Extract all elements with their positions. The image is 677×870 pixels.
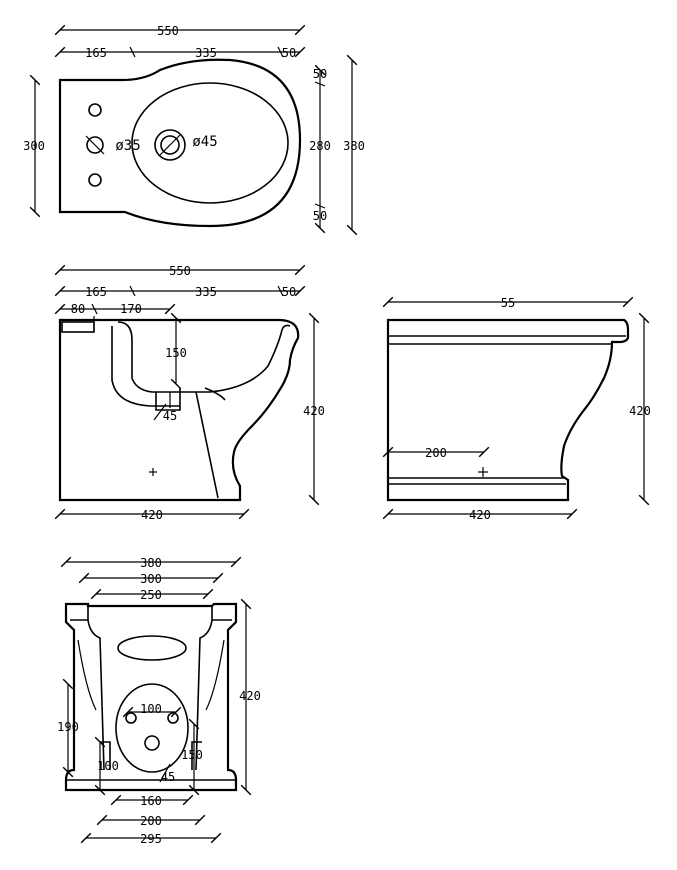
front-hole-spacing: 100 <box>140 702 162 716</box>
drain-hole-outer <box>154 129 186 161</box>
top-hole-small: ø35 <box>115 138 140 154</box>
front-angle: 45 <box>161 770 175 784</box>
top-seg-b: 335 <box>195 46 217 60</box>
tap-hole-mid <box>86 136 104 154</box>
rear-height: 420 <box>629 404 651 418</box>
tap-hole-top <box>88 103 102 117</box>
top-view-outline <box>58 58 302 228</box>
front-view-outline <box>64 602 238 792</box>
drain-hole-inner <box>160 135 180 155</box>
top-total-width: 550 <box>157 24 179 38</box>
top-offset-top: 50 <box>313 67 327 81</box>
front-h150: 150 <box>181 748 203 762</box>
side-angle: 45 <box>163 409 177 423</box>
rear-base-width: 420 <box>469 508 491 522</box>
mounting-plate <box>115 683 189 773</box>
side-seg-c: 50 <box>282 285 296 299</box>
side-total-width: 550 <box>169 264 191 278</box>
top-seg-c: 50 <box>282 46 296 60</box>
front-b200: 200 <box>140 814 162 828</box>
top-hole-large: ø45 <box>192 134 217 150</box>
side-seg-b: 335 <box>195 285 217 299</box>
side-base-width: 420 <box>141 508 163 522</box>
side-depth: 150 <box>165 346 187 360</box>
side-seg-e: 170 <box>120 302 142 316</box>
side-height: 420 <box>303 404 325 418</box>
top-seg-a: 165 <box>85 46 107 60</box>
top-bowl-height: 280 <box>309 139 331 153</box>
rear-inner: 200 <box>425 446 447 460</box>
front-w2: 300 <box>140 572 162 586</box>
front-b160: 160 <box>140 794 162 808</box>
front-h100: 100 <box>97 759 119 773</box>
front-h190: 190 <box>57 720 79 734</box>
rear-top-width: 55 <box>501 296 515 310</box>
rear-view: 55 420 200 420 <box>382 296 651 522</box>
front-height: 420 <box>239 689 261 703</box>
front-view: 380 300 250 420 190 100 150 100 45 160 2… <box>57 556 261 846</box>
top-offset-bottom: 50 <box>313 209 327 223</box>
side-seg-a: 165 <box>85 285 107 299</box>
side-seg-d: 80 <box>71 302 85 316</box>
top-view-bowl <box>131 82 289 204</box>
front-b295: 295 <box>140 832 162 846</box>
side-view-outline <box>58 318 300 502</box>
top-total-height: 380 <box>343 139 365 153</box>
rear-view-outline <box>386 318 630 502</box>
tap-hole-bottom <box>88 173 102 187</box>
front-w1: 380 <box>140 556 162 570</box>
top-view: 550 165 335 50 300 280 380 50 50 ø35 ø45 <box>23 24 365 236</box>
front-w3: 250 <box>140 588 162 602</box>
top-height-left: 300 <box>23 139 45 153</box>
side-view: 550 165 335 50 80 170 150 45 420 420 <box>54 264 325 522</box>
